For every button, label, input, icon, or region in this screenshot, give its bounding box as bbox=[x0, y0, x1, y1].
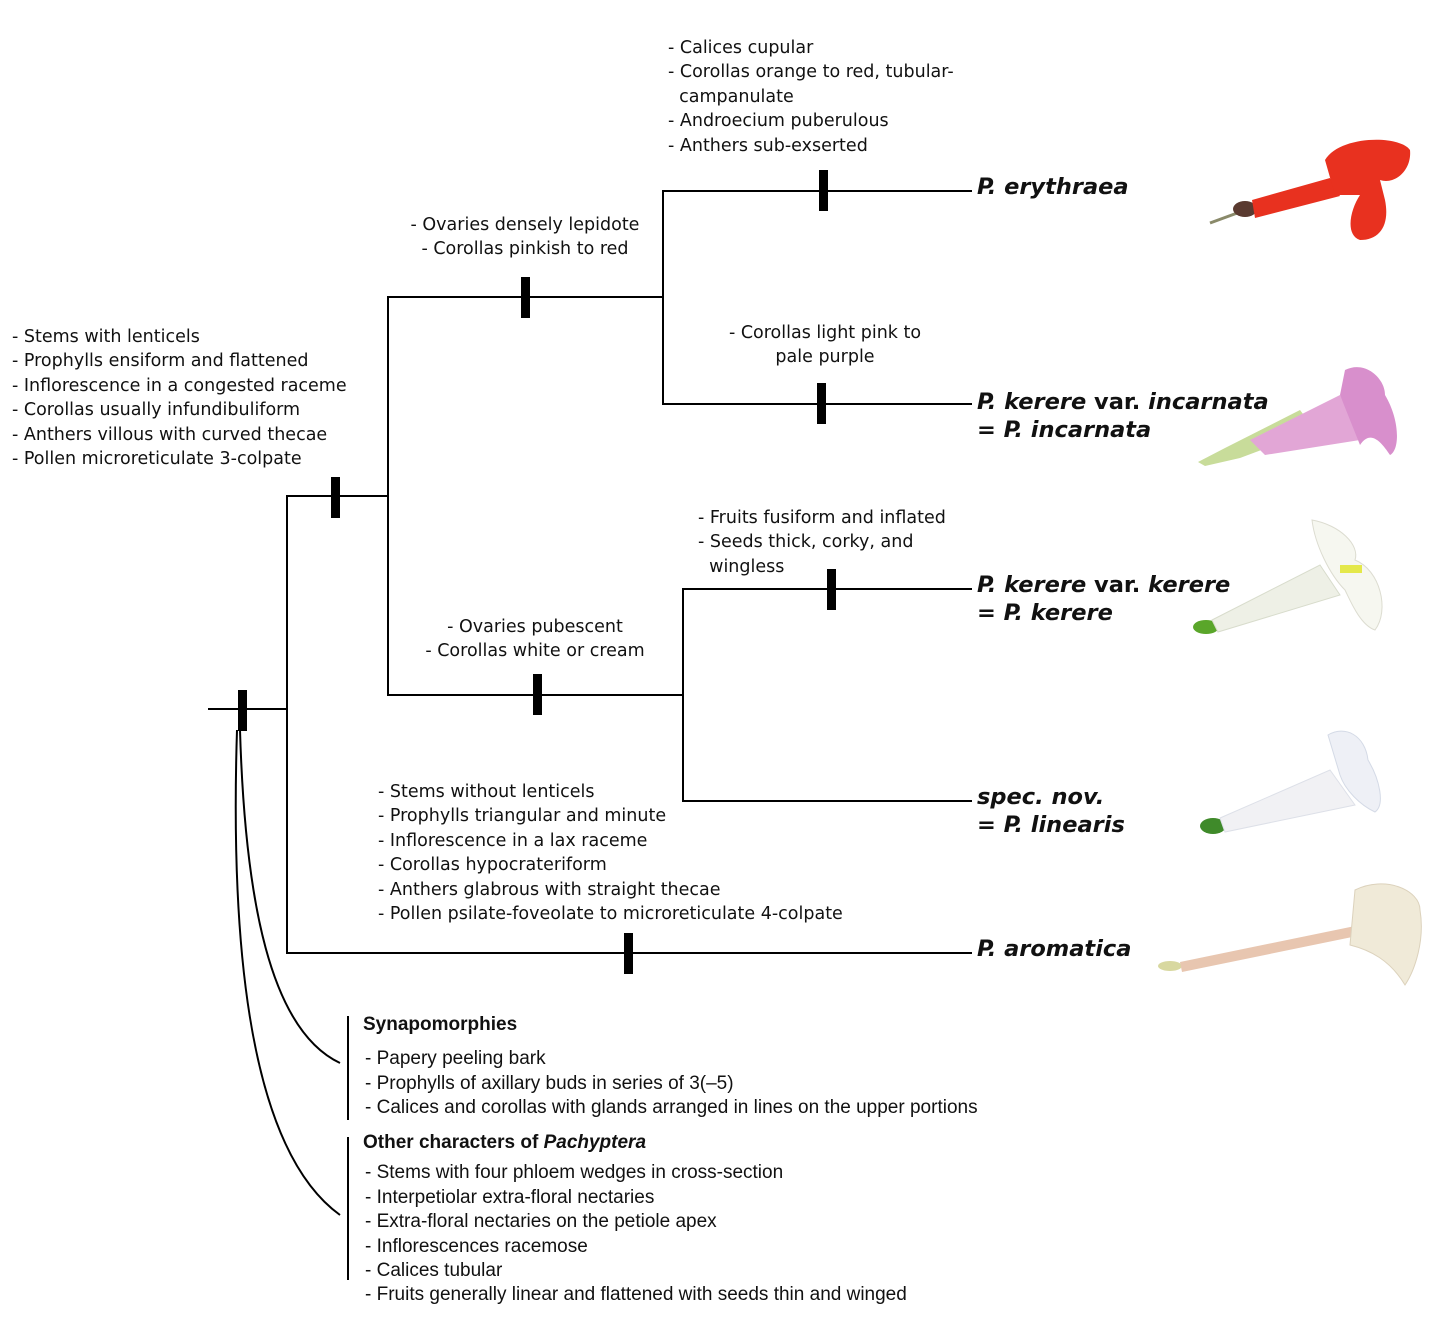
other-characters-block: Other characters of Pachyptera - Stems wi… bbox=[363, 1131, 907, 1308]
character-line: - Stems with lenticels bbox=[12, 327, 200, 347]
character-line: - Corollas usually infundibuliform bbox=[12, 400, 301, 421]
lower-clade-characters: - Ovaries pubescent - Corollas white or c… bbox=[400, 615, 670, 664]
character-tick-aromatica bbox=[624, 933, 633, 974]
character-tick-erythraea bbox=[819, 170, 828, 211]
character-line: - Anthers sub-exserted bbox=[668, 135, 868, 156]
connector-other-characters bbox=[234, 729, 341, 1216]
taxon-name: P. kerere bbox=[977, 572, 1095, 598]
character-tick-lower bbox=[533, 674, 542, 715]
kerere-characters: - Fruits fusiform and inflated - Seeds th… bbox=[698, 506, 946, 579]
genus-name: Pachyptera bbox=[543, 1132, 647, 1153]
incarnata-characters: - Corollas light pink to pale purple bbox=[690, 321, 960, 370]
character-tick-kerere bbox=[827, 569, 836, 610]
character-line: - Calices cupular bbox=[668, 38, 814, 58]
erythraea-characters: - Calices cupular - Corollas orange to re… bbox=[668, 36, 954, 158]
other-characters-list: - Stems with four phloem wedges in cross… bbox=[365, 1161, 907, 1307]
taxon-epithet: incarnata bbox=[1140, 389, 1269, 415]
character-line: - Fruits generally linear and flattened … bbox=[365, 1284, 907, 1306]
character-line: - Corollas orange to red, tubular- bbox=[668, 62, 954, 83]
character-line: - Ovaries pubescent bbox=[447, 617, 623, 637]
taxon-name: P. kerere bbox=[977, 389, 1095, 415]
taxon-erythraea: P. erythraea bbox=[977, 173, 1129, 201]
flower-erythraea bbox=[1209, 139, 1411, 240]
other-characters-title: Other characters of Pachyptera bbox=[363, 1131, 907, 1155]
character-line: - Corollas light pink to bbox=[728, 323, 922, 343]
character-line: - Pollen psilate-foveolate to microretic… bbox=[378, 904, 843, 925]
character-line: pale purple bbox=[775, 347, 875, 368]
taxon-kerere: P. kerere var. kerere = P. kerere bbox=[977, 571, 1230, 627]
upper-clade-characters: - Ovaries densely lepidote - Corollas pin… bbox=[380, 213, 670, 262]
character-line: - Inflorescence in a congested raceme bbox=[12, 375, 347, 396]
synapomorphies-block: Synapomorphies - Papery peeling bark- Pro… bbox=[363, 1013, 978, 1121]
character-tick-incarnata bbox=[817, 383, 826, 424]
taxon-name: P. erythraea bbox=[977, 174, 1129, 200]
character-line: - Corollas pinkish to red bbox=[421, 239, 629, 260]
character-line: - Corollas hypocrateriform bbox=[378, 855, 607, 876]
taxon-rank: var. bbox=[1094, 572, 1141, 598]
character-line: - Fruits fusiform and inflated bbox=[698, 508, 946, 528]
synapomorphies-title: Synapomorphies bbox=[363, 1014, 518, 1035]
flower-incarnata bbox=[1198, 367, 1397, 466]
character-line: - Androecium puberulous bbox=[668, 111, 889, 132]
character-line: - Extra-floral nectaries on the petiole … bbox=[365, 1211, 717, 1233]
title-prefix: Other characters of bbox=[363, 1132, 544, 1153]
character-line: - Interpetiolar extra-floral nectaries bbox=[365, 1186, 655, 1208]
taxon-incarnata: P. kerere var. incarnata= P. incarnata bbox=[977, 388, 1269, 444]
root-characters: - Stems with lenticels - Prophylls ensifo… bbox=[12, 325, 347, 471]
taxon-aromatica: P. aromatica bbox=[977, 935, 1131, 963]
taxon-synonym: = P. linearis bbox=[977, 812, 1125, 838]
character-line: - Inflorescence in a lax raceme bbox=[378, 830, 648, 851]
taxon-name: spec. nov. bbox=[977, 784, 1105, 810]
taxon-synonym: = P. kerere bbox=[977, 600, 1113, 626]
taxon-synonym: = P. incarnata bbox=[977, 417, 1152, 443]
taxon-epithet: kerere bbox=[1140, 572, 1231, 598]
taxon-rank: var. bbox=[1094, 389, 1141, 415]
taxon-linearis: spec. nov.= P. linearis bbox=[977, 783, 1125, 839]
aromatica-characters: - Stems without lenticels - Prophylls tri… bbox=[378, 780, 843, 926]
character-tick-upper bbox=[521, 277, 530, 318]
character-tick-root bbox=[238, 690, 247, 731]
flower-aromatica bbox=[1158, 883, 1422, 986]
character-line: - Stems without lenticels bbox=[378, 782, 595, 802]
character-line: - Calices tubular bbox=[365, 1260, 503, 1282]
character-line: - Anthers villous with curved thecae bbox=[12, 424, 328, 445]
synapomorphies-list: - Papery peeling bark- Prophylls of axil… bbox=[365, 1047, 978, 1120]
character-line: - Ovaries densely lepidote bbox=[410, 215, 640, 235]
taxon-name: P. aromatica bbox=[977, 936, 1132, 962]
flower-linearis bbox=[1200, 730, 1381, 834]
character-line: - Stems with four phloem wedges in cross… bbox=[365, 1162, 784, 1184]
character-line: - Inflorescences racemose bbox=[365, 1235, 588, 1257]
character-line: - Pollen microreticulate 3-colpate bbox=[12, 449, 302, 470]
connector-synapomorphies bbox=[239, 729, 341, 1064]
character-line: - Prophylls of axillary buds in series o… bbox=[365, 1072, 734, 1094]
character-line: - Corollas white or cream bbox=[425, 641, 645, 662]
character-line: - Prophylls triangular and minute bbox=[378, 806, 667, 827]
character-line: campanulate bbox=[668, 86, 794, 107]
character-line: - Anthers glabrous with straight thecae bbox=[378, 879, 721, 900]
character-line: - Seeds thick, corky, and bbox=[698, 532, 914, 553]
character-line: - Papery peeling bark bbox=[365, 1048, 546, 1070]
character-tick-core bbox=[331, 477, 340, 518]
character-line: - Prophylls ensiform and flattened bbox=[12, 351, 309, 372]
character-line: wingless bbox=[698, 556, 785, 577]
character-line: - Calices and corollas with glands arran… bbox=[365, 1097, 978, 1119]
flower-kerere bbox=[1193, 519, 1383, 634]
